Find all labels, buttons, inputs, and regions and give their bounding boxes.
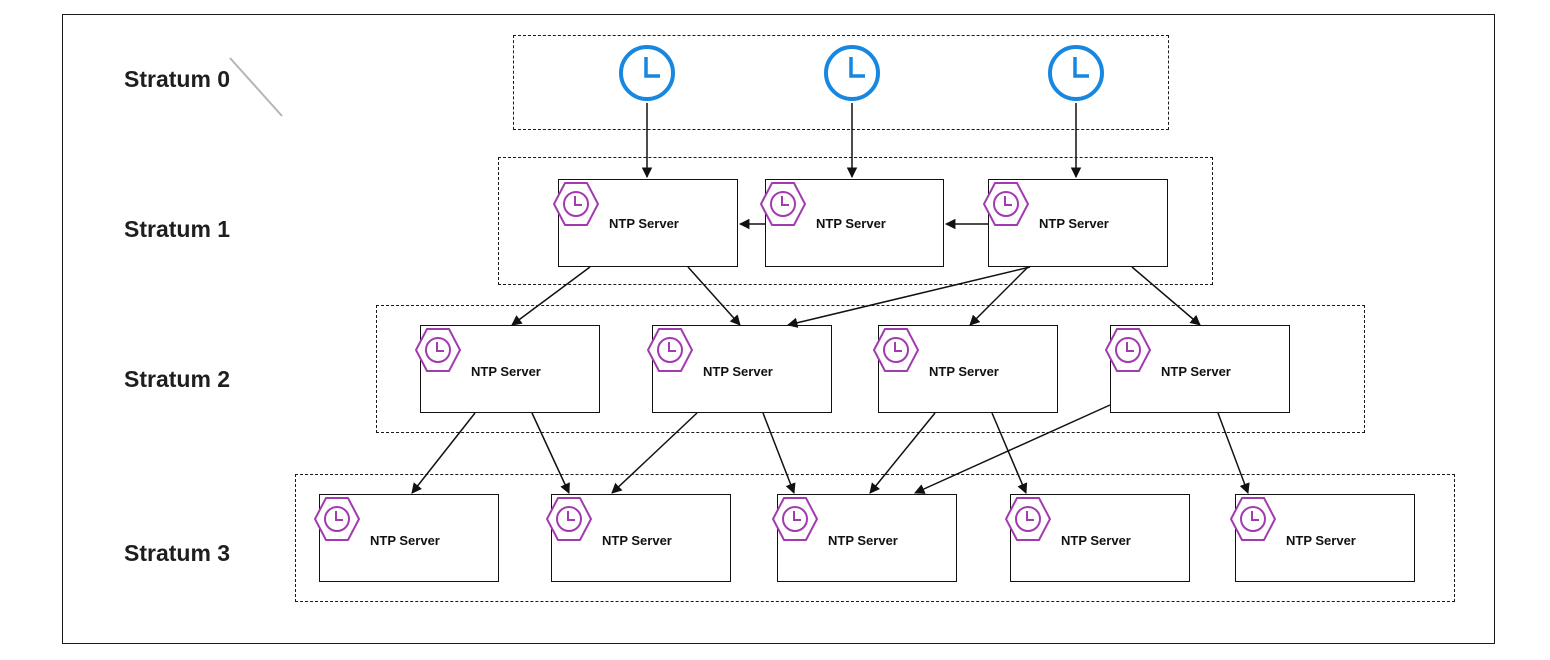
stratum-3-server: NTP Server bbox=[1230, 494, 1415, 582]
hexagon-clock-icon bbox=[873, 328, 919, 372]
server-label: NTP Server bbox=[828, 533, 898, 548]
stratum-3-group bbox=[295, 474, 1455, 602]
arrow bbox=[687, 266, 741, 326]
hexagon-clock-icon bbox=[314, 497, 360, 541]
arrow bbox=[762, 412, 796, 494]
stratum-3-server: NTP Server bbox=[1005, 494, 1190, 582]
arrow bbox=[411, 412, 476, 494]
stratum-2-label: Stratum 2 bbox=[124, 366, 231, 392]
hexagon-clock-icon bbox=[546, 497, 592, 541]
server-label: NTP Server bbox=[471, 364, 541, 379]
arrow bbox=[1217, 412, 1250, 494]
stratum-2-server: NTP Server bbox=[415, 325, 600, 413]
arrow bbox=[1131, 266, 1201, 326]
stratum-3-server: NTP Server bbox=[314, 494, 499, 582]
hexagon-clock-icon bbox=[415, 328, 461, 372]
arrow bbox=[914, 404, 1111, 494]
server-label: NTP Server bbox=[929, 364, 999, 379]
stratum-1-server: NTP Server bbox=[553, 179, 738, 267]
server-label: NTP Server bbox=[1061, 533, 1131, 548]
server-label: NTP Server bbox=[1161, 364, 1231, 379]
hexagon-clock-icon bbox=[1005, 497, 1051, 541]
stratum-3-label: Stratum 3 bbox=[124, 540, 231, 566]
server-label: NTP Server bbox=[703, 364, 773, 379]
stratum-1-server: NTP Server bbox=[760, 179, 944, 267]
stratum-1-server: NTP Server bbox=[983, 179, 1168, 267]
arrow bbox=[869, 412, 936, 494]
hexagon-clock-icon bbox=[772, 497, 818, 541]
server-label: NTP Server bbox=[609, 216, 679, 231]
stratum-1-group bbox=[498, 157, 1213, 285]
stratum-0-group bbox=[513, 35, 1169, 130]
stratum-3-server: NTP Server bbox=[772, 494, 957, 582]
arrow bbox=[611, 412, 698, 494]
hexagon-clock-icon bbox=[1230, 497, 1276, 541]
hexagon-clock-icon bbox=[647, 328, 693, 372]
clock-icon bbox=[619, 45, 675, 101]
hexagon-clock-icon bbox=[983, 182, 1029, 226]
hexagon-clock-icon bbox=[1105, 328, 1151, 372]
clock-icon bbox=[1048, 45, 1104, 101]
arrow bbox=[969, 266, 1029, 326]
diagram-frame bbox=[62, 14, 1495, 644]
arrow bbox=[991, 412, 1028, 494]
arrow bbox=[511, 266, 591, 326]
stratum-0-label: Stratum 0 bbox=[124, 66, 231, 92]
hexagon-clock-icon bbox=[760, 182, 806, 226]
stratum-2-server: NTP Server bbox=[1105, 325, 1290, 413]
stratum-1-label: Stratum 1 bbox=[124, 216, 231, 242]
arrow bbox=[531, 412, 570, 494]
server-label: NTP Server bbox=[602, 533, 672, 548]
stratum-2-server: NTP Server bbox=[647, 325, 832, 413]
arrow bbox=[786, 266, 1031, 328]
server-label: NTP Server bbox=[816, 216, 886, 231]
hexagon-clock-icon bbox=[553, 182, 599, 226]
stratum-2-server: NTP Server bbox=[873, 325, 1058, 413]
server-label: NTP Server bbox=[370, 533, 440, 548]
stratum-3-server: NTP Server bbox=[546, 494, 731, 582]
clock-icon bbox=[824, 45, 880, 101]
server-label: NTP Server bbox=[1286, 533, 1356, 548]
server-label: NTP Server bbox=[1039, 216, 1109, 231]
